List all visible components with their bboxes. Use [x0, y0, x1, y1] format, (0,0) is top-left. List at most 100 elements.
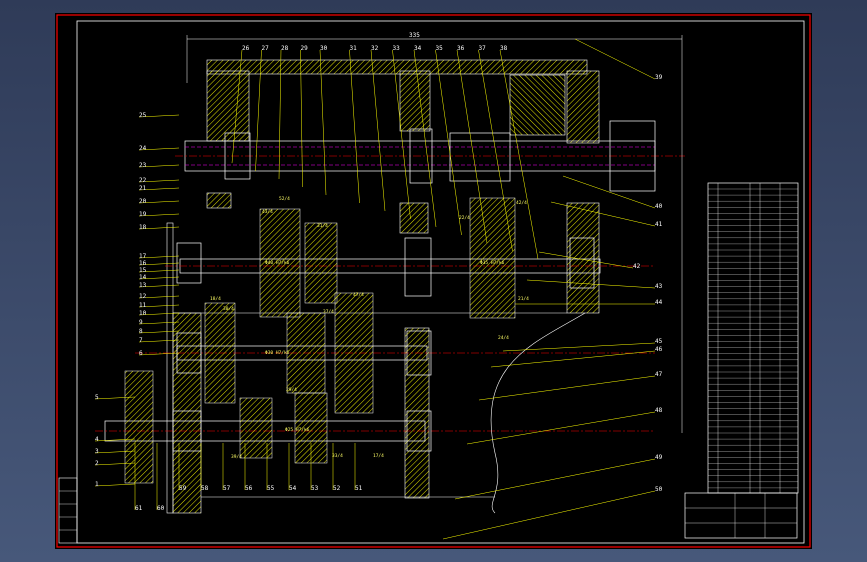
leader-line: [392, 49, 411, 220]
part-label-22: 22: [139, 177, 147, 184]
leader-line: [138, 179, 180, 183]
leader-line: [349, 49, 360, 204]
part-label-26: 26: [242, 45, 250, 52]
leader-line: [370, 49, 386, 212]
output-shaft: [175, 120, 685, 192]
leader-line: [300, 49, 303, 188]
part-label-39: 39: [655, 74, 663, 81]
leader-line: [466, 411, 656, 445]
leader-line: [538, 251, 634, 269]
part-label-55: 55: [267, 485, 275, 492]
fit-label-1: Φ40 H7/k6: [265, 260, 290, 266]
part-label-15: 15: [139, 267, 147, 274]
leader-line: [138, 200, 180, 204]
gear-label: 39/4: [231, 454, 242, 460]
leader-line: [319, 49, 327, 196]
leader-line: [138, 339, 180, 343]
part-label-20: 20: [139, 198, 147, 205]
assembly-drawing: 335: [56, 14, 811, 548]
leader-line: [138, 304, 180, 308]
fit-label-3: Φ30 H7/k6: [265, 350, 290, 356]
part-label-31: 31: [350, 45, 358, 52]
leader-line: [94, 438, 136, 442]
part-label-25: 25: [139, 112, 147, 119]
leader-line: [278, 49, 282, 180]
gear-label: 52/4: [279, 196, 290, 202]
part-label-16: 16: [139, 260, 147, 267]
leader-line: [138, 312, 180, 316]
gear-label: 30/4: [223, 306, 234, 312]
leader-line: [138, 226, 180, 230]
part-label-45: 45: [655, 338, 663, 345]
part-label-28: 28: [281, 45, 289, 52]
drawing-sheet: 335: [55, 13, 812, 549]
leader-line: [138, 164, 180, 168]
part-label-14: 14: [139, 274, 147, 281]
gear-label: 29/4: [286, 387, 297, 393]
leader-line: [138, 255, 180, 259]
gear-label: 18/4: [210, 296, 221, 302]
housing: [166, 59, 600, 514]
part-label-11: 11: [139, 302, 147, 309]
part-label-51: 51: [355, 485, 363, 492]
shaft-2: Φ30 H7/k6: [135, 292, 655, 414]
part-label-18: 18: [139, 224, 147, 231]
leader-line: [562, 175, 656, 209]
part-label-35: 35: [436, 45, 444, 52]
part-label-61: 61: [135, 505, 143, 512]
part-label-52: 52: [333, 485, 341, 492]
leader-line: [94, 483, 136, 487]
leader-line: [138, 262, 180, 266]
part-label-38: 38: [500, 45, 508, 52]
part-number-labels: 2524232221201918171615141312111098765432…: [94, 38, 663, 540]
leader-line: [478, 49, 513, 252]
part-label-10: 10: [139, 310, 147, 317]
leader-line: [442, 490, 656, 540]
leader-line: [550, 201, 656, 227]
leader-line: [138, 352, 180, 356]
part-label-34: 34: [414, 45, 422, 52]
part-label-59: 59: [179, 485, 187, 492]
part-label-57: 57: [223, 485, 231, 492]
part-label-17: 17: [139, 253, 147, 260]
leader-line: [138, 213, 180, 217]
gear-label: 24/4: [498, 335, 509, 341]
break-line: [490, 312, 586, 514]
input-shaft: Φ25 H7/k6: [95, 370, 655, 484]
part-label-49: 49: [655, 454, 663, 461]
gear-tooth-labels: 52/443/431/442/422/418/447/421/437/430/4…: [210, 196, 529, 460]
overall-dimension-text: 335: [409, 32, 420, 39]
leader-line: [255, 49, 262, 172]
title-block: [684, 492, 798, 539]
leader-line: [138, 330, 180, 334]
part-label-13: 13: [139, 282, 147, 289]
part-label-2: 2: [95, 460, 99, 467]
leader-line: [454, 458, 656, 500]
part-label-43: 43: [655, 283, 663, 290]
gear-label: 21/4: [518, 296, 529, 302]
part-label-27: 27: [262, 45, 270, 52]
part-label-37: 37: [479, 45, 487, 52]
part-label-23: 23: [139, 162, 147, 169]
part-label-53: 53: [311, 485, 319, 492]
gear-label: 43/4: [262, 209, 273, 215]
part-label-32: 32: [371, 45, 379, 52]
leader-line: [502, 342, 656, 352]
leader-line: [138, 187, 180, 191]
part-label-56: 56: [245, 485, 253, 492]
part-label-6: 6: [139, 350, 143, 357]
part-label-44: 44: [655, 299, 663, 306]
part-label-9: 9: [139, 319, 143, 326]
leader-line: [138, 147, 180, 151]
leader-line: [138, 269, 180, 273]
part-label-24: 24: [139, 145, 147, 152]
leader-line: [138, 276, 180, 280]
gear-label: 22/4: [459, 215, 470, 221]
part-label-29: 29: [301, 45, 309, 52]
gear-label: 31/4: [317, 223, 328, 229]
part-label-50: 50: [655, 486, 663, 493]
shaft-1: Φ40 H7/k6 Φ35 H7/k6: [165, 197, 655, 319]
leader-line: [435, 49, 462, 236]
part-label-12: 12: [139, 293, 147, 300]
